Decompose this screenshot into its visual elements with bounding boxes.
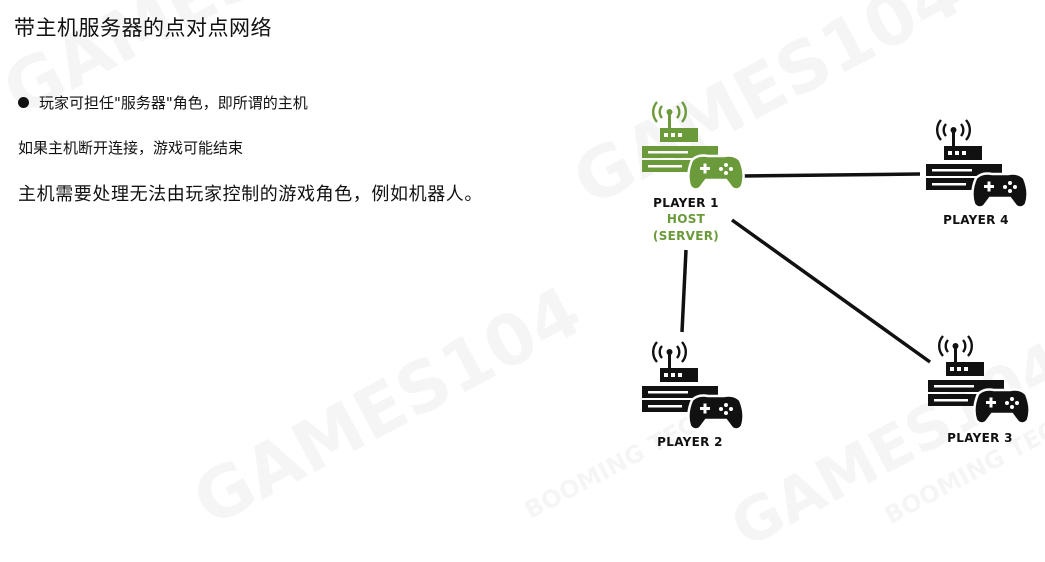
console-controller-icon	[640, 100, 745, 191]
server-label: (SERVER)	[653, 229, 719, 243]
bullet-dot-icon	[18, 97, 29, 108]
node-label: PLAYER 3	[947, 431, 1013, 445]
link-p1-p3	[730, 218, 932, 364]
node-label: PLAYER 2	[657, 435, 723, 449]
node-player-4: PLAYER 4	[924, 118, 1029, 227]
bullet-item-1-text: 玩家可担任"服务器"角色，即所谓的主机	[39, 94, 308, 112]
console-controller-icon	[924, 118, 1029, 209]
node-label: PLAYER 1	[653, 196, 719, 210]
node-label: PLAYER 4	[943, 213, 1009, 227]
host-label: HOST	[667, 212, 706, 226]
link-p1-p2	[680, 249, 688, 333]
node-player-2: PLAYER 2	[640, 340, 745, 449]
console-controller-icon	[926, 334, 1031, 425]
page-title: 带主机服务器的点对点网络	[14, 16, 272, 40]
network-diagram: PLAYER 1 HOST (SERVER) PLAYER 4 PLAYER 2…	[640, 100, 1031, 449]
node-player-3: PLAYER 3	[926, 334, 1031, 445]
node-player-1: PLAYER 1 HOST (SERVER)	[640, 100, 745, 243]
text-line-2: 如果主机断开连接，游戏可能结束	[18, 139, 244, 157]
console-controller-icon	[640, 340, 745, 431]
link-p1-p4	[741, 172, 921, 178]
text-line-3: 主机需要处理无法由玩家控制的游戏角色，例如机器人。	[18, 184, 483, 205]
bullet-item-1: 玩家可担任"服务器"角色，即所谓的主机	[18, 92, 308, 113]
